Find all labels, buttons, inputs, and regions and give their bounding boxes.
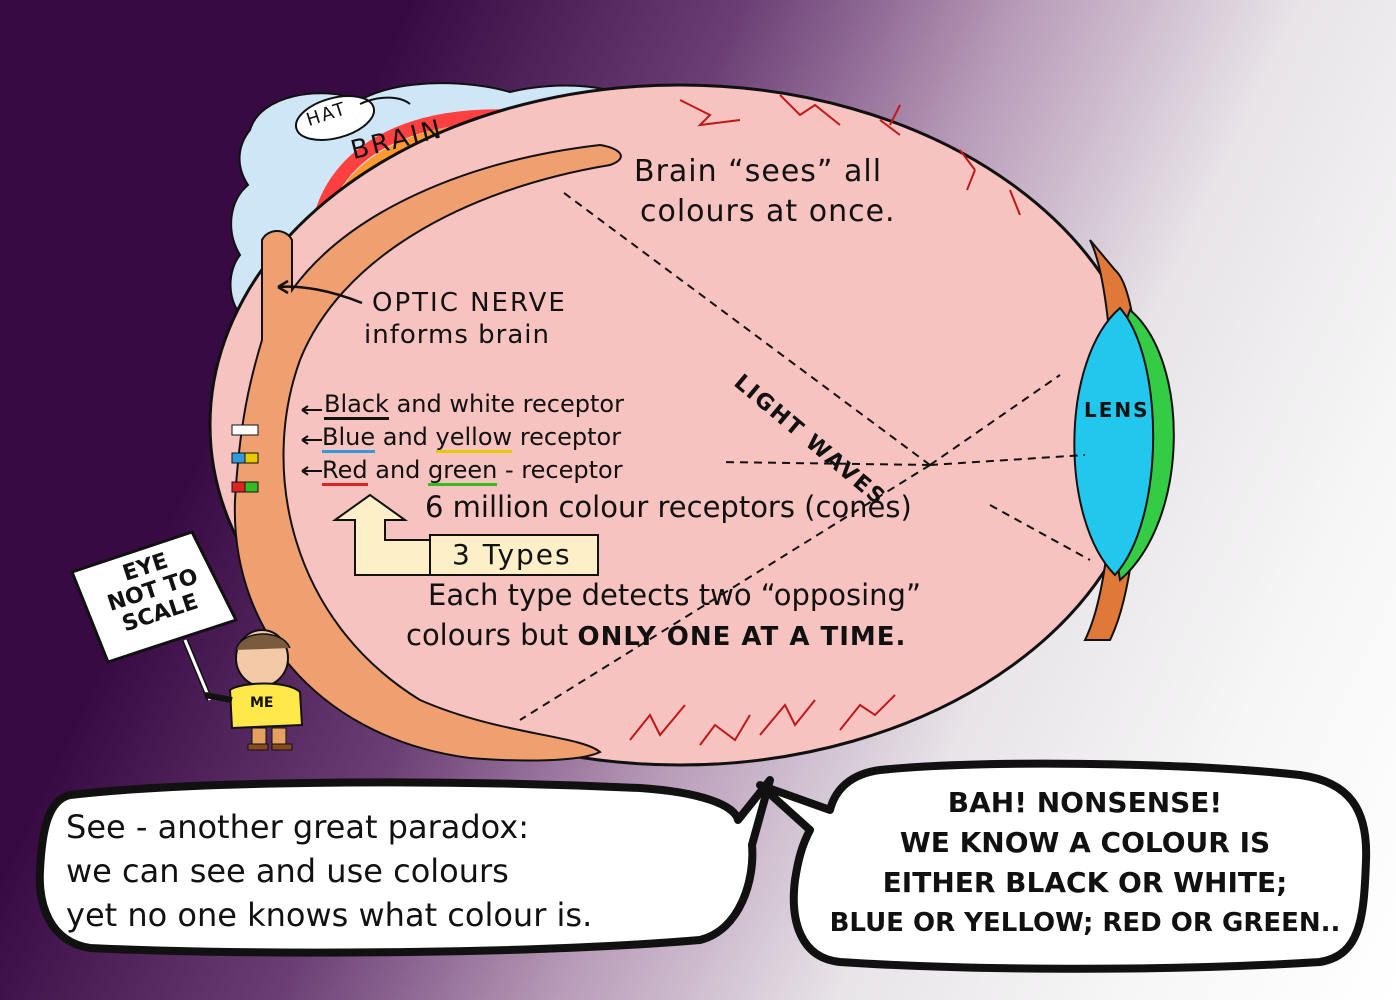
blood-vessels: [629, 94, 1021, 746]
types-box: [429, 534, 599, 576]
bubble-left-text: See - another great paradox: we can see …: [66, 805, 592, 937]
bubble-right-line4: BLUE OR YELLOW; RED OR GREEN..: [829, 908, 1341, 938]
opposing-line2-bold: ONLY ONE AT A TIME.: [577, 622, 907, 652]
green-word: green: [428, 457, 498, 487]
opposing-line2: colours but ONLY ONE AT A TIME.: [406, 618, 906, 652]
brain-sees-line1: Brain “sees” all: [634, 154, 883, 189]
types-label: 3 Types: [452, 538, 572, 571]
lens-label: LENS: [1084, 398, 1150, 422]
bubble-left: [35, 776, 774, 957]
blue-yellow-and: and: [382, 423, 428, 451]
blue-word: Blue: [322, 424, 376, 454]
receptor-red-green: Red and green - receptor: [322, 456, 623, 487]
brain-sees-line2: colours at once.: [640, 194, 896, 229]
optic-nerve-line2: informs brain: [364, 320, 550, 350]
light-wave-arrows: [519, 189, 1091, 721]
cones-label: 6 million colour receptors (cones): [425, 490, 912, 524]
blue-yellow-rest: receptor: [519, 423, 622, 451]
receptor-markers: [231, 424, 259, 493]
hat-icon: [295, 95, 411, 141]
receptor-blue-yellow: Blue and yellow receptor: [322, 423, 622, 454]
bubble-right: [756, 759, 1371, 973]
receptor-black-white: Black and white receptor: [324, 390, 624, 421]
retina: [233, 143, 622, 762]
opposing-line2-start: colours but: [406, 618, 569, 652]
me-character: [204, 629, 304, 751]
me-label: ME: [250, 695, 274, 711]
black-white-rest: and white receptor: [396, 390, 624, 418]
bubble-right-line1: BAH! NONSENSE!: [947, 786, 1223, 819]
optic-nerve-arrow: [277, 285, 363, 305]
red-green-and: and: [375, 456, 421, 484]
optic-nerve-line1: OPTIC NERVE: [372, 288, 567, 318]
bubble-right-line2: WE KNOW A COLOUR IS: [899, 826, 1271, 859]
opposing-line1: Each type detects two “opposing”: [428, 578, 921, 612]
sign: [70, 530, 239, 702]
red-green-rest: - receptor: [505, 456, 623, 484]
yellow-word: yellow: [435, 424, 513, 454]
bubble-right-text: BAH! NONSENSE! WE KNOW A COLOUR IS EITHE…: [820, 783, 1350, 943]
bubble-right-line3: EITHER BLACK OR WHITE;: [882, 866, 1288, 899]
red-word: Red: [322, 457, 368, 487]
bubble-left-line2: we can see and use colours: [66, 852, 509, 890]
bubble-left-line3: yet no one knows what colour is.: [66, 896, 593, 934]
lens: [1073, 306, 1175, 582]
bubble-left-line1: See - another great paradox:: [66, 808, 529, 846]
black-word: Black: [324, 391, 389, 421]
